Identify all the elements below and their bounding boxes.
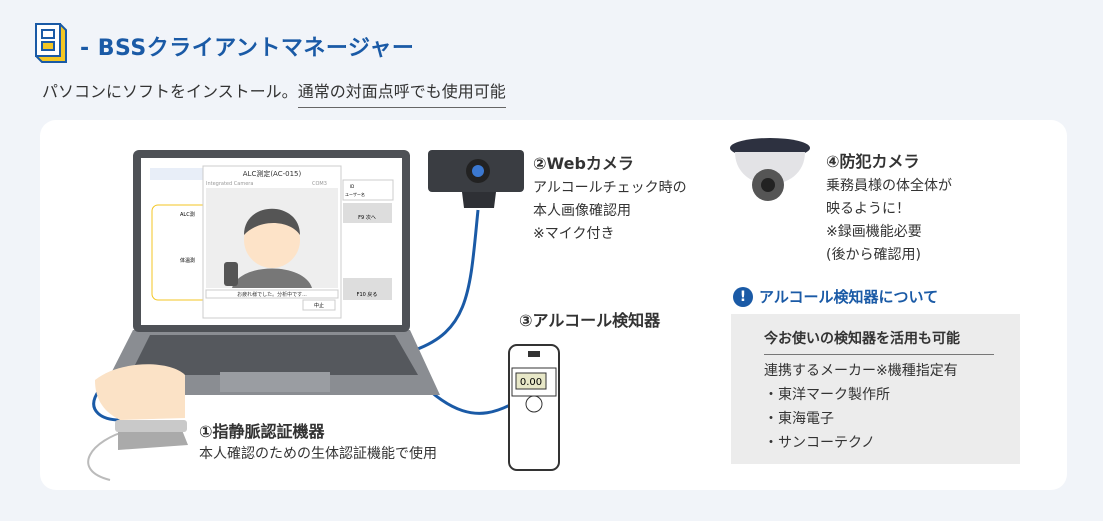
subtitle: パソコンにソフトをインストール。通常の対面点呼でも使用可能 xyxy=(42,78,506,108)
text-line: 映るように！ xyxy=(826,201,910,217)
screen-window-title: ALC測定(AC-015) xyxy=(243,169,302,178)
subtitle-underlined: 通常の対面点呼でも使用可能 xyxy=(297,82,506,108)
text-line: アルコールチェック時の xyxy=(533,180,687,196)
security-camera-description: 乗務員様の体全体が 映るように！ ※録画機能必要 (後から確認用) xyxy=(826,175,952,267)
text-line: ※録画機能必要 xyxy=(826,224,922,240)
screen-temp-label: 体温測 xyxy=(180,257,195,264)
laptop-icon: ALC測定(AC-015) Integrated Camera COM3 お疲れ… xyxy=(100,150,440,395)
security-camera-title: ④防犯カメラ xyxy=(826,152,920,171)
page-title: - BSSクライアントマネージャー xyxy=(80,36,415,61)
security-camera-icon xyxy=(730,138,810,201)
webcam-cable xyxy=(414,209,480,352)
finger-vein-device-icon xyxy=(95,364,188,450)
text-line: (後から確認用) xyxy=(826,247,921,263)
breathalyzer-display: 0.00 xyxy=(520,377,542,388)
screen-next-button: F9 次へ xyxy=(358,214,376,221)
notice-lead: 今お使いの検知器を活用も可能 xyxy=(764,328,994,355)
notice-line: ・東洋マーク製作所 xyxy=(764,387,890,403)
finger-vein-description: 本人確認のための生体認証機能で使用 xyxy=(199,446,437,462)
screen-user-label: ユーザー名 xyxy=(345,191,365,197)
webcam-title: ②Webカメラ xyxy=(533,154,634,173)
notice-line: 連携するメーカー※機種指定有 xyxy=(764,363,958,379)
notice-box: 今お使いの検知器を活用も可能 連携するメーカー※機種指定有 ・東洋マーク製作所 … xyxy=(731,314,1020,464)
subtitle-part: パソコンにソフトをインストール。 xyxy=(42,82,298,101)
notice-line: ・東海電子 xyxy=(764,411,834,427)
screen-cancel-button: 中止 xyxy=(314,302,324,309)
screen-alc-label: ALC測 xyxy=(180,211,195,218)
screen-back-button: F10 戻る xyxy=(357,291,378,298)
notice-heading: ! アルコール検知器について xyxy=(733,286,938,307)
screen-status: お疲れ様でした。分析中です... xyxy=(237,291,307,298)
bss-logo-icon xyxy=(35,23,67,63)
breathalyzer-icon: 0.00 xyxy=(508,344,560,471)
exclamation-icon: ! xyxy=(733,286,753,307)
text-line: 乗務員様の体全体が xyxy=(826,178,952,194)
text-line: 本人画像確認用 xyxy=(533,203,631,219)
notice-title: アルコール検知器について xyxy=(759,288,939,306)
webcam-icon xyxy=(428,150,524,208)
breathalyzer-title: ③アルコール検知器 xyxy=(519,311,661,330)
screen-port: COM3 xyxy=(312,181,327,187)
text-line: ※マイク付き xyxy=(533,226,615,242)
screen-camera-label: Integrated Camera xyxy=(206,181,253,187)
notice-line: ・サンコーテクノ xyxy=(764,435,876,451)
webcam-description: アルコールチェック時の 本人画像確認用 ※マイク付き xyxy=(533,177,687,246)
finger-vein-title: ①指静脈認証機器 xyxy=(199,422,325,441)
screen-id-label: ID xyxy=(350,184,354,189)
